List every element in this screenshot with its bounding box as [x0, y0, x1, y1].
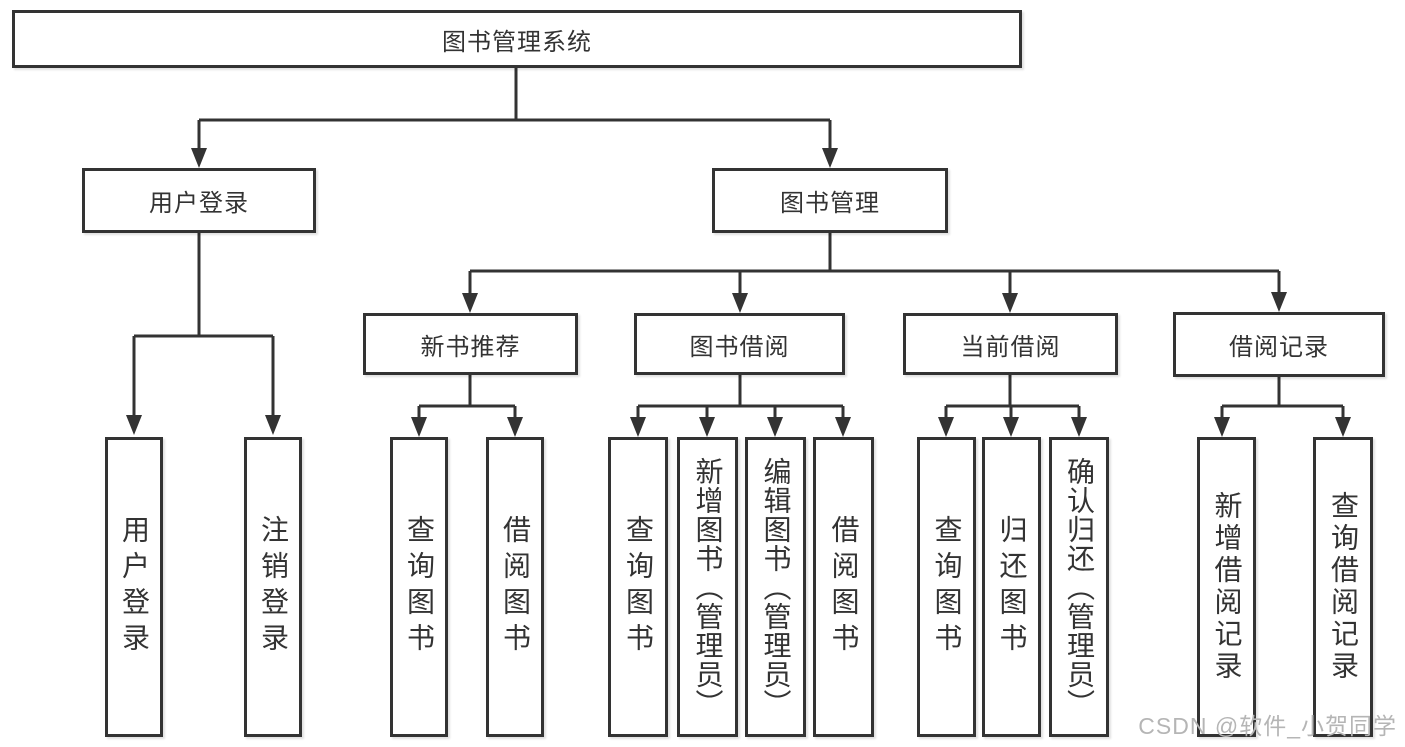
leaf-query-books-2-label: 查询图书 — [623, 515, 654, 659]
leaf-query-books-1-label: 查询图书 — [404, 515, 435, 659]
node-borrowing-records: 借阅记录 — [1173, 312, 1385, 377]
node-root: 图书管理系统 — [12, 10, 1022, 68]
leaf-borrow-books-2-label: 借阅图书 — [828, 515, 860, 659]
leaf-query-books-3-label: 查询图书 — [931, 515, 963, 659]
leaf-borrow-books-1-label: 借阅图书 — [500, 515, 531, 659]
leaf-return-books-label: 归还图书 — [996, 515, 1028, 659]
leaf-add-books-admin-label: 新增图书（管理员） — [692, 456, 724, 718]
leaf-confirm-return-admin-label: 确认归还（管理员） — [1064, 456, 1095, 718]
leaf-edit-books-admin-label: 编辑图书（管理员） — [760, 456, 792, 718]
leaf-add-borrow-record-label: 新增借阅记录 — [1211, 491, 1243, 683]
leaf-query-books-2: 查询图书 — [608, 437, 668, 737]
leaf-add-borrow-record: 新增借阅记录 — [1197, 437, 1256, 737]
leaf-return-books: 归还图书 — [982, 437, 1041, 737]
connector-path — [132, 68, 1345, 420]
node-user-login: 用户登录 — [82, 168, 316, 233]
node-current-borrowing: 当前借阅 — [903, 313, 1118, 375]
node-new-book-recommend: 新书推荐 — [363, 313, 578, 375]
leaf-logout-login: 注销登录 — [244, 437, 302, 737]
leaf-borrow-books-2: 借阅图书 — [813, 437, 874, 737]
arrowhead-icons — [126, 148, 1351, 437]
csdn-watermark: CSDN @软件_小贺同学 — [1138, 713, 1397, 739]
leaf-user-login-label: 用户登录 — [119, 515, 150, 659]
leaf-query-borrow-record: 查询借阅记录 — [1313, 437, 1373, 737]
leaf-edit-books-admin: 编辑图书（管理员） — [745, 437, 806, 737]
leaf-logout-login-label: 注销登录 — [258, 515, 289, 659]
node-book-borrowing: 图书借阅 — [634, 313, 845, 375]
leaf-borrow-books-1: 借阅图书 — [486, 437, 544, 737]
leaf-user-login: 用户登录 — [105, 437, 163, 737]
leaf-confirm-return-admin: 确认归还（管理员） — [1049, 437, 1109, 737]
leaf-query-borrow-record-label: 查询借阅记录 — [1328, 491, 1359, 683]
node-book-management: 图书管理 — [712, 168, 948, 233]
leaf-add-books-admin: 新增图书（管理员） — [677, 437, 738, 737]
leaf-query-books-3: 查询图书 — [917, 437, 976, 737]
leaf-query-books-1: 查询图书 — [390, 437, 448, 737]
